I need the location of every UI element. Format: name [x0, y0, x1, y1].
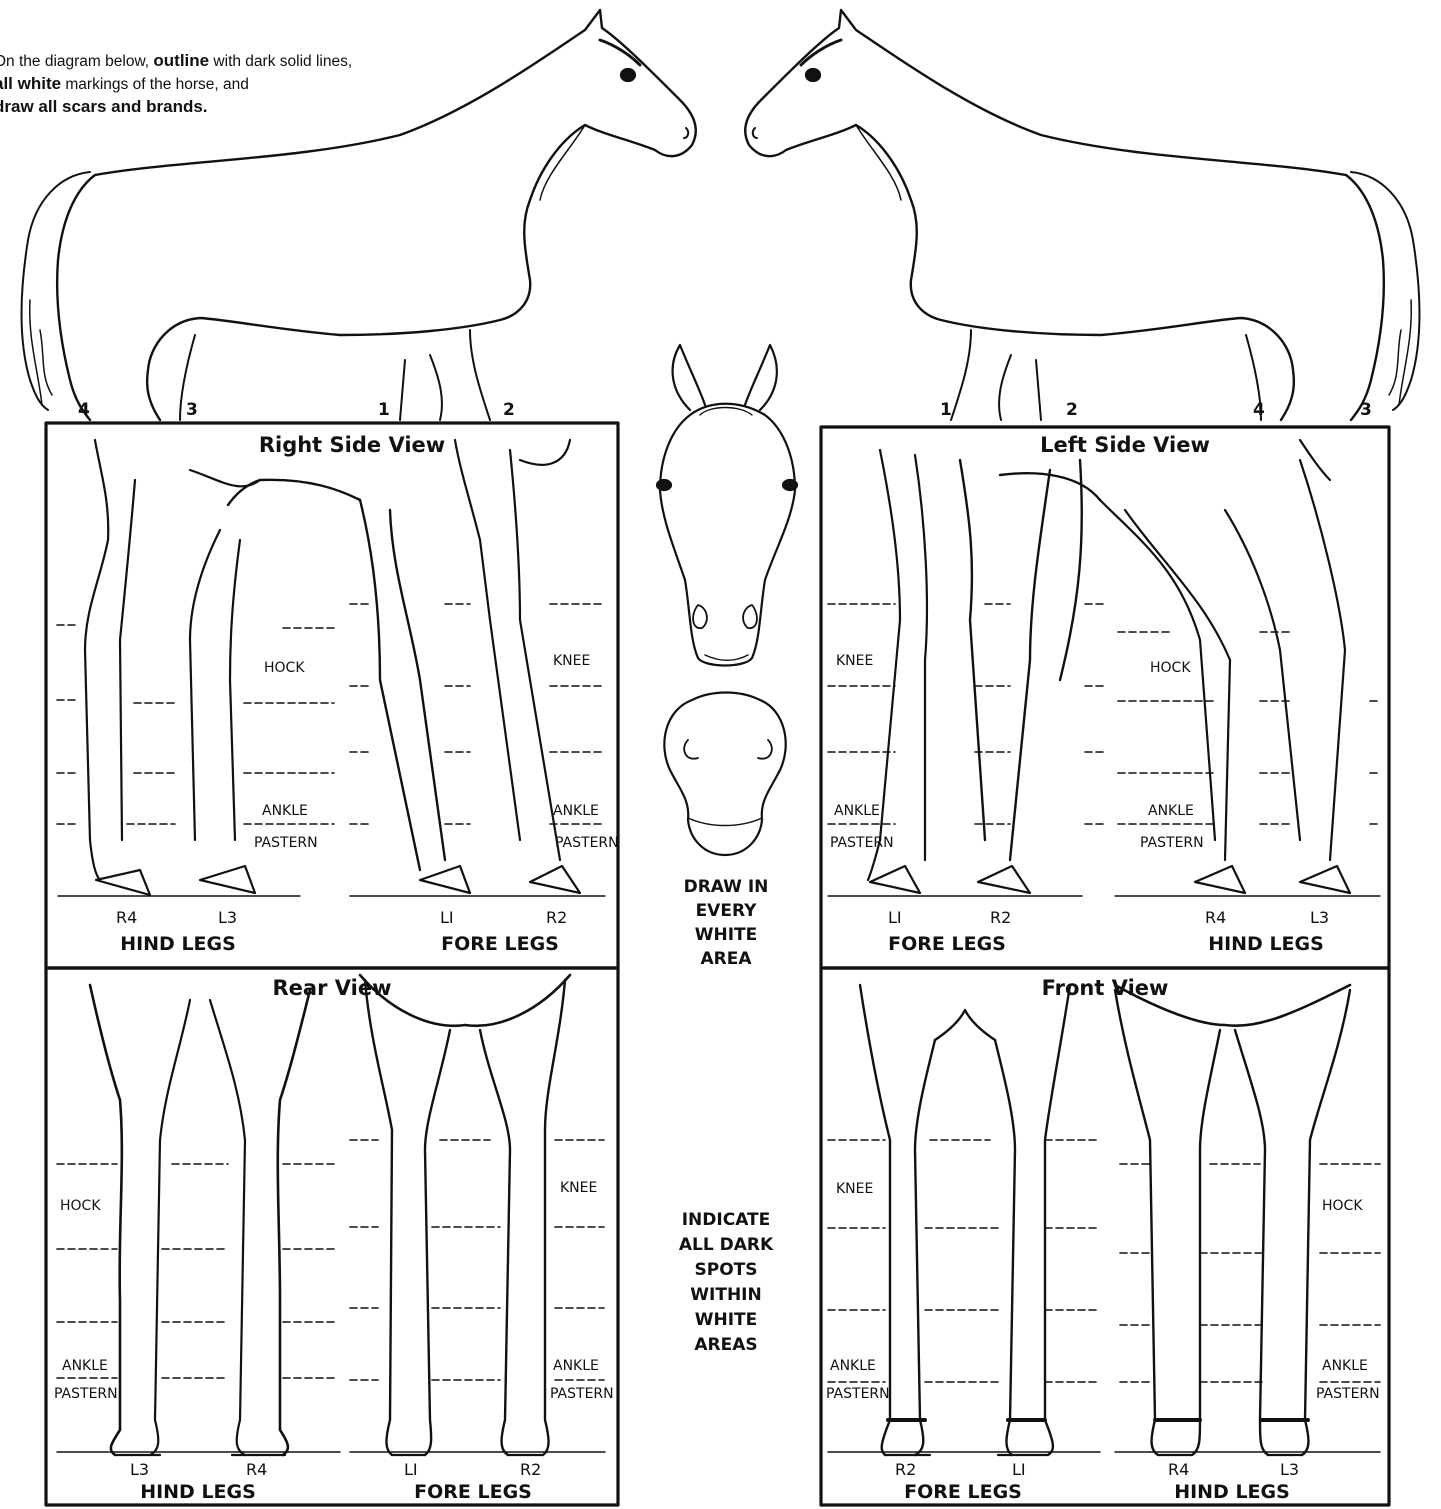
label-pastern-fore: PASTERN — [555, 835, 619, 851]
leg-id-l1: LI — [888, 908, 902, 927]
leg-id-l3: L3 — [1280, 1460, 1299, 1479]
label-ankle-fore: ANKLE — [830, 1358, 876, 1374]
center-text-2-line-1: INDICATE — [682, 1210, 771, 1230]
panel-title: Right Side View — [259, 433, 445, 457]
center-text-1-line-3: WHITE — [695, 925, 758, 945]
group-label-fore: FORE LEGS — [414, 1481, 532, 1503]
horse-left-profile — [745, 10, 1419, 420]
center-text-1-line-4: AREA — [700, 949, 752, 969]
panel-front-view: Front View KNEE HOCK ANKLE PASTERN ANKLE… — [826, 976, 1380, 1503]
label-pastern: PASTERN — [54, 1386, 118, 1402]
leg-id-r2: R2 — [990, 908, 1011, 927]
label-hock: HOCK — [1322, 1198, 1363, 1214]
group-label-hind: HIND LEGS — [140, 1481, 256, 1503]
leg-id-r2: R2 — [520, 1460, 541, 1479]
center-text-2-line-3: SPOTS — [695, 1260, 758, 1280]
label-hock: HOCK — [264, 660, 305, 676]
panel-title: Front View — [1042, 976, 1169, 1000]
horse-head-front — [657, 345, 797, 666]
leg-number-4-right: 4 — [78, 400, 90, 420]
label-pastern: PASTERN — [254, 835, 318, 851]
group-label-hind: HIND LEGS — [1174, 1481, 1290, 1503]
label-knee: KNEE — [553, 653, 590, 669]
panel-rear-view: Rear View HOCK KNEE ANKLE PASTERN ANKLE … — [54, 975, 614, 1503]
leg-id-r4: R4 — [246, 1460, 267, 1479]
leg-number-3-right: 3 — [186, 400, 198, 420]
label-pastern-fore: PASTERN — [550, 1386, 614, 1402]
leg-number-3-left: 3 — [1360, 400, 1372, 420]
label-pastern-fore: PASTERN — [826, 1386, 890, 1402]
center-text-2-line-2: ALL DARK — [679, 1235, 774, 1255]
label-ankle: ANKLE — [1322, 1358, 1368, 1374]
panel-left-side-view: Left Side View KNEE HOCK ANKLE PASTERN A… — [828, 433, 1380, 955]
leg-id-l1: LI — [1012, 1460, 1026, 1479]
label-ankle-fore: ANKLE — [834, 803, 880, 819]
center-text-2-line-4: WITHIN — [690, 1285, 761, 1305]
center-text-1-line-1: DRAW IN — [684, 877, 769, 897]
center-text-2-line-5: WHITE — [695, 1310, 758, 1330]
center-text-1-line-2: EVERY — [696, 901, 758, 921]
leg-id-l3: L3 — [130, 1460, 149, 1479]
group-label-fore: FORE LEGS — [441, 933, 559, 955]
label-ankle-fore: ANKLE — [553, 1358, 599, 1374]
label-pastern: PASTERN — [1140, 835, 1204, 851]
group-label-hind: HIND LEGS — [120, 933, 236, 955]
label-ankle: ANKLE — [1148, 803, 1194, 819]
leg-number-2-left: 2 — [1066, 400, 1078, 420]
leg-number-1-left: 1 — [940, 400, 952, 420]
group-label-fore: FORE LEGS — [888, 933, 1006, 955]
leg-id-l1: LI — [404, 1460, 418, 1479]
leg-id-l1: LI — [440, 908, 454, 927]
leg-id-r2: R2 — [546, 908, 567, 927]
label-ankle: ANKLE — [62, 1358, 108, 1374]
label-hock: HOCK — [60, 1198, 101, 1214]
center-text-2-line-6: AREAS — [694, 1335, 757, 1355]
leg-id-l3: L3 — [218, 908, 237, 927]
group-label-fore: FORE LEGS — [904, 1481, 1022, 1503]
horse-right-profile — [22, 10, 696, 420]
label-pastern: PASTERN — [1316, 1386, 1380, 1402]
panel-title: Left Side View — [1040, 433, 1210, 457]
leg-id-r4: R4 — [1205, 908, 1226, 927]
leg-number-2-right: 2 — [503, 400, 515, 420]
label-knee: KNEE — [560, 1180, 597, 1196]
leg-number-4-left: 4 — [1253, 400, 1265, 420]
panel-right-side-view: Right Side View HOCK KNEE ANKLE PASTERN … — [57, 433, 619, 955]
leg-id-r4: R4 — [116, 908, 137, 927]
leg-id-r4: R4 — [1168, 1460, 1189, 1479]
label-pastern-fore: PASTERN — [830, 835, 894, 851]
group-label-hind: HIND LEGS — [1208, 933, 1324, 955]
horse-muzzle-underside — [664, 693, 785, 856]
label-knee: KNEE — [836, 1181, 873, 1197]
label-knee: KNEE — [836, 653, 873, 669]
leg-id-l3: L3 — [1310, 908, 1329, 927]
leg-id-r2: R2 — [895, 1460, 916, 1479]
leg-number-1-right: 1 — [378, 400, 390, 420]
label-ankle-fore: ANKLE — [553, 803, 599, 819]
label-ankle: ANKLE — [262, 803, 308, 819]
label-hock: HOCK — [1150, 660, 1191, 676]
